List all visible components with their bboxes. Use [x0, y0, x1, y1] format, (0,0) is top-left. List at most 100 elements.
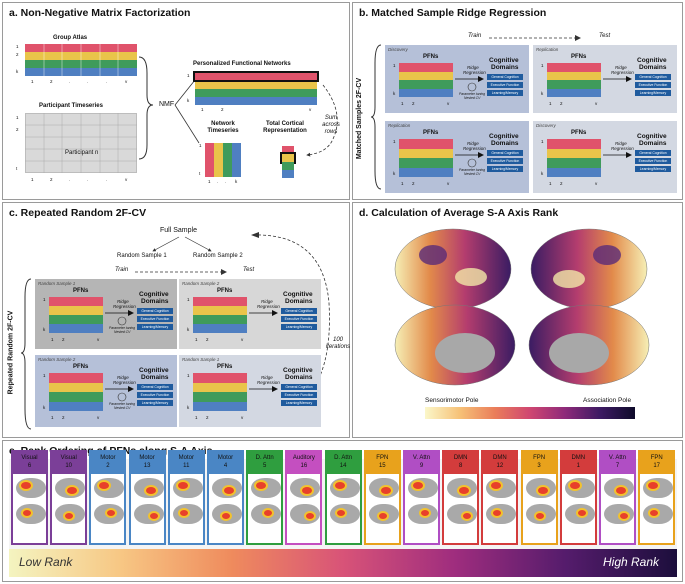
nt-row-t: t: [199, 171, 201, 176]
pfn-col-1: 1: [201, 107, 204, 112]
b1-arrow: [455, 76, 484, 82]
pfn-row-k: k: [187, 98, 190, 103]
b2-domain-1: Executive Function: [635, 82, 671, 88]
c3-arrow: [105, 386, 134, 392]
nt-col-1: 1: [208, 179, 211, 184]
pfn-num: 2: [106, 463, 110, 469]
c-train-label: Train: [115, 267, 129, 273]
pfn-num: 14: [339, 463, 347, 469]
pfn-activation: [224, 487, 234, 494]
c1-regression: Regression: [113, 304, 136, 309]
pfn-activation-medial: [650, 510, 659, 516]
b3-rowk: k: [393, 171, 396, 176]
pfn-activation-medial: [222, 513, 230, 519]
pfn-matrix: [195, 73, 317, 105]
pfn-activation-medial: [264, 510, 273, 516]
pfn-activation-medial: [23, 510, 31, 516]
b3-pfns: PFNs: [423, 130, 439, 136]
pfn-card-7: Auditory 16: [285, 450, 323, 545]
pfn-card-10: V. Attn 9: [403, 450, 440, 545]
c4-pfns: PFNs: [217, 364, 233, 370]
pfn-card-4: Motor 11: [167, 450, 205, 545]
pfn-card-header: Auditory 16: [287, 452, 321, 474]
b4-col2: 2: [560, 181, 563, 186]
b4-domains: Domains: [639, 140, 667, 147]
group-atlas-grid: [43, 44, 119, 76]
pfn-card-11: DMN 8: [442, 450, 480, 545]
b4-colv: v: [595, 181, 598, 186]
b1-row1: 1: [393, 63, 396, 68]
pfn-brain-medial: [643, 504, 674, 524]
low-rank: Low Rank: [19, 555, 73, 569]
random-sample-2: Random Sample 2: [193, 253, 243, 259]
c2-arrow: [249, 310, 278, 316]
c1-colv: v: [97, 337, 100, 342]
sum-across-rows-text: Sum across rows: [322, 115, 340, 135]
pfn-card-header: FPN 15: [365, 452, 399, 474]
pt-col-1: 1: [31, 177, 34, 182]
pfn-num: 5: [263, 463, 267, 469]
ga-row-k: k: [16, 69, 19, 74]
association-pole: Association Pole: [583, 397, 632, 404]
b4-ridge: Ridge: [615, 141, 627, 146]
pfn-activation-medial: [306, 513, 315, 519]
pfn-activation-medial: [65, 513, 74, 519]
personalized-networks-label: Personalized Functional Networks: [193, 61, 291, 67]
pt-col-d3: .: [106, 177, 108, 182]
ga-row-1: 1: [16, 44, 19, 49]
iterations-text: 100 iterations: [325, 337, 351, 350]
cv-b1-name: Discovery: [388, 47, 408, 52]
b3-arrow: [455, 152, 484, 158]
b4-regression: Regression: [611, 146, 634, 151]
pfn-name: FPN: [376, 455, 389, 461]
c2-domain-2: Learning/Memory: [281, 324, 317, 330]
c2-row1: 1: [187, 297, 190, 302]
ga-col-d3: .: [106, 79, 108, 84]
c2-pfn-matrix: [193, 297, 247, 333]
b1-col1: 1: [401, 101, 404, 106]
c4-domain-2: Learning/Memory: [281, 400, 317, 406]
c1-param: Parameter tuning: [109, 326, 136, 330]
b4-domain-1: Executive Function: [635, 158, 671, 164]
pt-row-t: t: [16, 166, 18, 171]
pfn-activation-medial: [493, 510, 502, 516]
network-timeseries-text: Network Timeseries: [207, 121, 239, 134]
b1-domain-1: Executive Function: [487, 82, 523, 88]
pfn-card-header: Visual 10: [52, 452, 86, 474]
full-sample: Full Sample: [160, 227, 197, 234]
b1-param: Parameter tuning: [459, 92, 486, 96]
panel-b: b. Matched Sample Ridge Regression Train…: [352, 2, 683, 200]
pfn-row-1: 1: [187, 73, 190, 78]
b3-pfn-matrix: [399, 139, 453, 177]
iterations-label: 100 iterations: [325, 337, 351, 351]
pt-grid: [25, 113, 137, 173]
pfn-activation: [302, 487, 313, 494]
ga-col-d1: .: [69, 79, 71, 84]
b4-rowk: k: [541, 171, 544, 176]
b3-colv: v: [447, 181, 450, 186]
network-timeseries-label: Network Timeseries: [203, 121, 243, 135]
train-test-arrow: [489, 35, 581, 41]
ga-col-v: v: [125, 79, 128, 84]
pfn-activation: [569, 482, 580, 489]
c2-rowk: k: [187, 327, 190, 332]
pfn-card-header: Motor 11: [169, 452, 203, 474]
repeated-brace: [21, 278, 32, 430]
network-timeseries-matrix: [205, 143, 241, 177]
pfn-activation-medial: [577, 510, 586, 516]
pfn-num: 4: [223, 463, 228, 469]
c2-regression: Regression: [257, 304, 280, 309]
c1-domains: Domains: [141, 298, 169, 305]
cv-c4-name: Random Sample 1: [182, 357, 220, 362]
c3-regression: Regression: [113, 380, 136, 385]
ga-col-2: 2: [50, 79, 53, 84]
b3-param: Parameter tuning: [459, 168, 486, 172]
c3-pfns: PFNs: [73, 364, 89, 370]
cv-c3-name: Random Sample 2: [38, 357, 76, 362]
b4-pfns: PFNs: [571, 130, 587, 136]
c1-domain-2: Learning/Memory: [137, 324, 173, 330]
pt-col-2: 2: [50, 177, 53, 182]
